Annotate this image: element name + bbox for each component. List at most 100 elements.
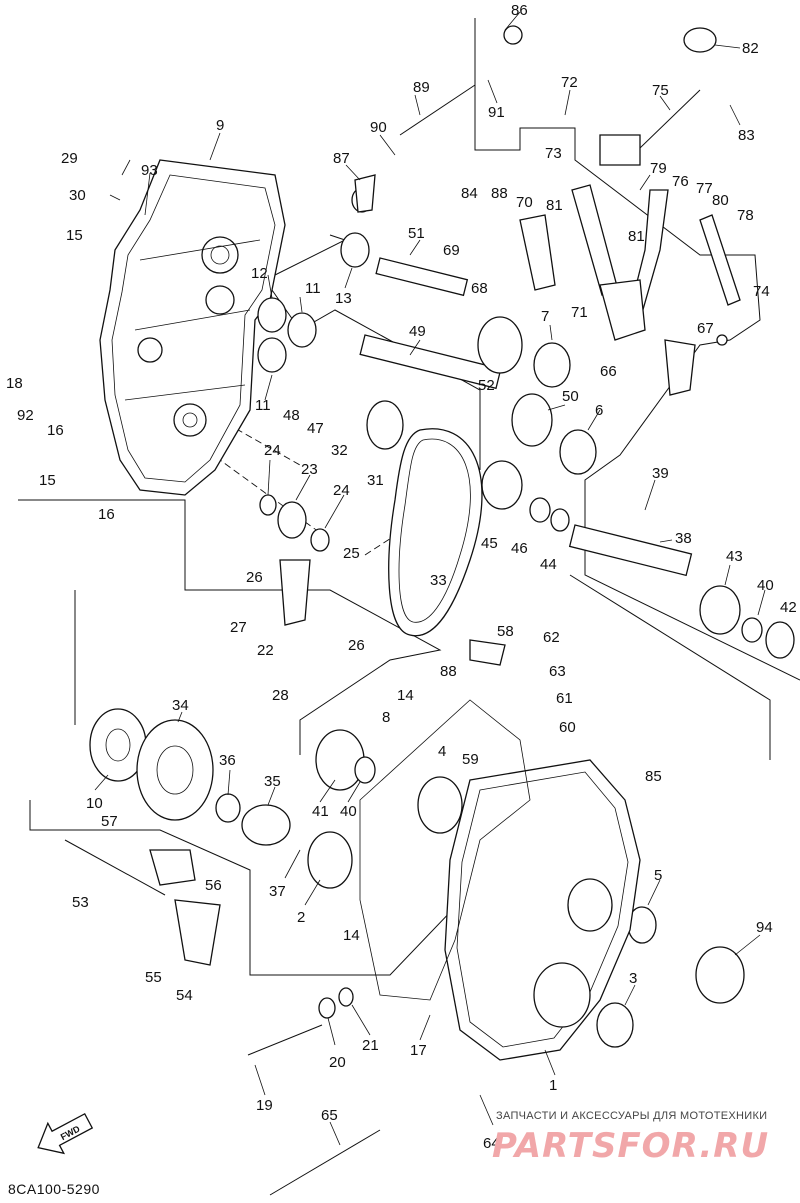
callout: 93	[141, 162, 158, 179]
callout: 62	[543, 629, 560, 646]
watermark-caption: ЗАПЧАСТИ И АКСЕССУАРЫ ДЛЯ МОТОТЕХНИКИ	[496, 1110, 768, 1122]
callout: 81	[628, 228, 645, 245]
callout: 19	[256, 1097, 273, 1114]
callout: 18	[6, 375, 23, 392]
callout: 20	[329, 1054, 346, 1071]
callout: 1	[549, 1077, 557, 1094]
callout: 45	[481, 535, 498, 552]
callout: 78	[737, 207, 754, 224]
diagram-code: 8CA100-5290	[8, 1181, 100, 1197]
callout: 17	[410, 1042, 427, 1059]
callout: 70	[516, 194, 533, 211]
callout: 90	[370, 119, 387, 136]
leader-lines	[94, 11, 766, 1146]
callout: 24	[264, 442, 281, 459]
callout: 35	[264, 773, 281, 790]
callout: 86	[511, 2, 528, 19]
gears-and-bearings	[89, 25, 795, 1048]
callout: 36	[219, 752, 236, 769]
callout: 15	[39, 472, 56, 489]
callout: 39	[652, 465, 669, 482]
callout: 14	[343, 927, 360, 944]
callout: 71	[571, 304, 588, 321]
callout: 89	[413, 79, 430, 96]
callout: 69	[443, 242, 460, 259]
fwd-arrow-icon: FWD	[37, 1112, 94, 1155]
callout: 11	[255, 397, 271, 414]
callout: 32	[331, 442, 348, 459]
callout: 73	[545, 145, 562, 162]
callout: 60	[559, 719, 576, 736]
crankcase-right	[359, 699, 641, 1061]
callout: 48	[283, 407, 300, 424]
callout: 15	[66, 227, 83, 244]
callout: 21	[362, 1037, 379, 1054]
callout: 77	[696, 180, 713, 197]
shift-linkage	[149, 134, 741, 966]
callout: 28	[272, 687, 289, 704]
callout: 64	[483, 1135, 500, 1152]
watermark-logo: PARTSFOR.RU	[492, 1126, 770, 1166]
callout: 8	[382, 709, 390, 726]
callout: 87	[333, 150, 350, 167]
callout-labels: 86 82 89 72 75 91 83 9 90 73 87 79 76 77…	[6, 2, 797, 1152]
callout: 25	[343, 545, 360, 562]
callout: 2	[297, 909, 305, 926]
callout: 47	[307, 420, 324, 437]
callout: 81	[546, 197, 563, 214]
callout: 49	[409, 323, 426, 340]
callout: 88	[440, 663, 457, 680]
callout: 76	[672, 173, 689, 190]
callout: 84	[461, 185, 478, 202]
callout: 94	[756, 919, 773, 936]
callout: 59	[462, 751, 479, 768]
callout: 7	[541, 308, 549, 325]
callout: 58	[497, 623, 514, 640]
callout: 33	[430, 572, 447, 589]
callout: 37	[269, 883, 286, 900]
callout: 31	[367, 472, 384, 489]
callout: 85	[645, 768, 662, 785]
callout: 66	[600, 363, 617, 380]
callout: 16	[47, 422, 64, 439]
callout: 43	[726, 548, 743, 565]
callout: 80	[712, 192, 729, 209]
callout: 26	[348, 637, 365, 654]
callout: 68	[471, 280, 488, 297]
callout: 91	[488, 104, 505, 121]
crankcase-cover-left	[99, 159, 286, 496]
callout: 65	[321, 1107, 338, 1124]
callout: 72	[561, 74, 578, 91]
callout: 38	[675, 530, 692, 547]
callout: 13	[335, 290, 352, 307]
callout: 29	[61, 150, 78, 167]
callout: 74	[753, 283, 770, 300]
shafts	[64, 84, 701, 1196]
callout: 14	[397, 687, 414, 704]
callout: 53	[72, 894, 89, 911]
callout: 34	[172, 697, 189, 714]
callout: 79	[650, 160, 667, 177]
callout: 52	[478, 377, 495, 394]
callout: 27	[230, 619, 247, 636]
callout: 44	[540, 556, 557, 573]
callout: 5	[654, 867, 662, 884]
callout: 40	[757, 577, 774, 594]
callout: 92	[17, 407, 34, 424]
callout: 24	[333, 482, 350, 499]
callout: 16	[98, 506, 115, 523]
drive-chain	[388, 428, 483, 637]
callout: 4	[438, 743, 446, 760]
callout: 46	[511, 540, 528, 557]
callout: 6	[595, 402, 603, 419]
callout: 50	[562, 388, 579, 405]
callout: 12	[251, 265, 268, 282]
callout: 41	[312, 803, 329, 820]
callout: 3	[629, 970, 637, 987]
callout: 88	[491, 185, 508, 202]
callout: 26	[246, 569, 263, 586]
callout: 42	[780, 599, 797, 616]
callout: 51	[408, 225, 425, 242]
callout: 30	[69, 187, 86, 204]
callout: 23	[301, 461, 318, 478]
